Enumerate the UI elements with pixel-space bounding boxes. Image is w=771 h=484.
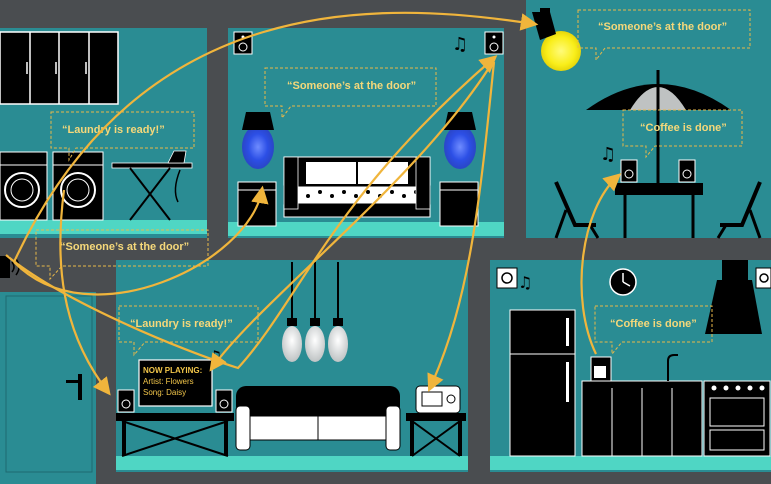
- bubble-coffee-kitchen: “Coffee is done”: [594, 305, 713, 356]
- coffee-maker-icon: [590, 356, 612, 382]
- tv: [138, 359, 213, 407]
- music-note-icon: ♫: [518, 273, 532, 292]
- bubble-text: “Someone’s at the door”: [60, 241, 189, 253]
- ironing-board: [111, 150, 193, 221]
- bubble-text: “Laundry is ready!”: [130, 318, 233, 330]
- tv-stand: [116, 413, 234, 457]
- bubble-front-door: “Someone’s at the door”: [35, 229, 209, 281]
- pendant-lights: [282, 262, 348, 362]
- bubble-text: “Coffee is done”: [610, 318, 697, 330]
- bubble-living-door: “Someone’s at the door”: [264, 67, 437, 120]
- bubble-coffee-patio: “Coffee is done”: [622, 109, 743, 159]
- speaker-icon: [117, 389, 135, 413]
- stove-icon: [703, 380, 771, 457]
- svg-text:♫: ♫: [600, 144, 616, 165]
- speaker-icon: [755, 267, 771, 289]
- laundry-cabinets: [0, 31, 119, 105]
- speaker-icon: [496, 267, 518, 289]
- patio-chair-right: [716, 181, 762, 239]
- upper-floor: [228, 222, 504, 236]
- speaker-icon: [620, 159, 638, 183]
- range-hood: [705, 260, 762, 334]
- refrigerator: [509, 309, 576, 457]
- front-door: [5, 295, 93, 473]
- now-playing-display: NOW PLAYING: Artist: Flowers Song: Daisy: [143, 366, 202, 397]
- notification-arrows: [5, 11, 622, 396]
- bubble-laundry-media: “Laundry is ready!”: [118, 305, 259, 357]
- svg-text:♫: ♫: [452, 34, 468, 55]
- kitchen-floor: [490, 456, 771, 470]
- sofa-white: [235, 386, 401, 451]
- media-floor: [116, 456, 468, 470]
- washer-icon: [0, 151, 48, 221]
- sofa-patterned: [283, 156, 431, 218]
- music-note-icon: ♫: [452, 34, 468, 55]
- dryer-icon: [52, 151, 104, 221]
- patio-table: [615, 183, 703, 238]
- bubble-porch-door: “Someone’s at the door”: [577, 9, 751, 62]
- bubble-text: “Someone’s at the door”: [287, 80, 416, 92]
- music-note-icon: ♫: [600, 144, 616, 165]
- bubble-text: “Laundry is ready!”: [62, 124, 165, 136]
- speaker-icon: [678, 159, 696, 183]
- now-playing-heading: NOW PLAYING:: [143, 366, 202, 375]
- radio-icon: [415, 385, 461, 414]
- bubble-text: “Someone’s at the door”: [598, 21, 727, 33]
- bubble-text: “Coffee is done”: [640, 122, 727, 134]
- speaker-icon: [484, 31, 504, 55]
- bubble-laundry-upper: “Laundry is ready!”: [50, 111, 195, 162]
- kitchen-counter: [581, 354, 703, 457]
- now-playing-artist: Artist: Flowers: [143, 377, 194, 386]
- svg-text:♫: ♫: [518, 273, 532, 292]
- now-playing-song: Song: Daisy: [143, 388, 186, 397]
- clock-icon: [609, 268, 637, 296]
- patio-umbrella: [586, 70, 731, 185]
- side-table: [406, 413, 466, 457]
- speaker-icon: [233, 31, 253, 55]
- speaker-icon: [215, 389, 233, 413]
